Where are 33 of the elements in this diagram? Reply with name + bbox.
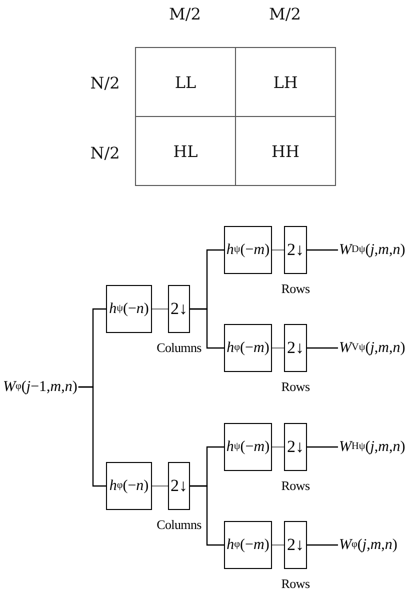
downsampler-box: 2↓ [168,285,190,333]
dimension-label: M/2 [169,4,201,24]
connector-line [307,446,338,448]
connector-line [272,249,284,251]
downsampler-box: 2↓ [284,521,307,569]
dimension-label: N/2 [90,144,120,162]
connector-line [152,308,168,310]
dimension-label: M/2 [269,4,301,24]
connector-line [190,308,224,349]
dimension-label: N/2 [90,74,120,92]
downsampler-box: 2↓ [284,226,307,274]
stage-caption: Rows [281,379,310,395]
downsampler-box: 2↓ [168,462,190,510]
subband-cell: LH [235,47,336,117]
connector-line [307,544,338,546]
stage-caption: Columns [156,340,202,356]
connector-line [272,446,284,448]
stage-caption: Rows [281,281,310,297]
connector-line [307,249,338,251]
subband-cell: HL [135,116,236,186]
subband-cell: LL [135,47,236,117]
stage-caption: Rows [281,576,310,592]
connector-line [307,347,338,349]
subband-cell: HH [235,116,336,186]
connector-line [78,386,106,487]
connector-line [272,347,284,349]
connector-line [272,544,284,546]
connector-line [152,485,168,487]
stage-caption: Columns [156,517,202,533]
stage-caption: Rows [281,478,310,494]
connector-line [190,485,224,546]
downsampler-box: 2↓ [284,423,307,471]
downsampler-box: 2↓ [284,324,307,372]
